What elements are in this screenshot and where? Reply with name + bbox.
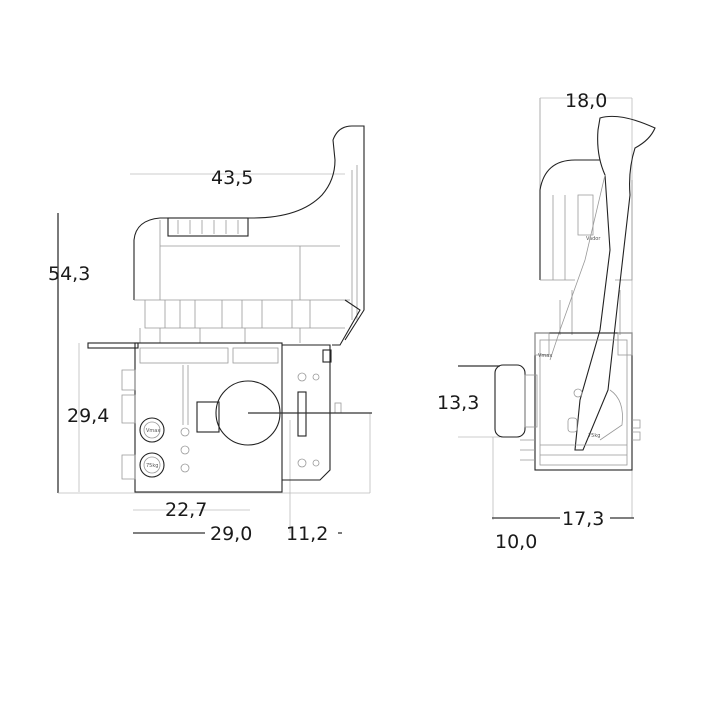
fins: [520, 419, 641, 461]
connector-block: [167, 217, 249, 237]
side-hole: [297, 372, 307, 382]
hole: [180, 463, 190, 473]
knob-shaft: [524, 374, 538, 428]
side-hole: [312, 373, 320, 381]
front-view: Vador Vmax 75kg 18,0 13,3 17,3 10,0: [437, 90, 656, 553]
dial-housing: [196, 401, 220, 433]
middle-section-lower: [139, 328, 301, 343]
side-hole: [312, 459, 320, 467]
dim-body-inner: 22,7: [165, 499, 207, 521]
marking-vador: Vador: [586, 236, 601, 242]
marking-vmax: Vmax: [146, 428, 160, 434]
dim-top-width: 43,5: [211, 167, 253, 189]
dim-knob-height: 13,3: [437, 392, 479, 414]
internal-lines: [552, 194, 621, 335]
body-channel: [232, 347, 279, 364]
connector-pins: [177, 220, 239, 234]
left-tabs: [121, 369, 136, 480]
marking-75kg: 75kg: [146, 463, 158, 469]
middle-section: [144, 300, 345, 329]
dim-body-width: 29,0: [210, 523, 252, 545]
terminal-screw-icon: [139, 452, 165, 478]
side-tab: [334, 402, 342, 414]
switch-body-front: [534, 332, 633, 471]
trigger-lever: [574, 115, 656, 451]
dim-front-body-width: 17,3: [562, 508, 604, 530]
body-slot: [182, 365, 189, 425]
corner-clip: [617, 332, 633, 356]
marking-vmax-front: Vmax: [538, 353, 552, 359]
switch-body: [134, 342, 283, 493]
screw-inner: [143, 421, 161, 439]
dim-side-offset: 11,2: [286, 523, 328, 545]
lever-edge: [549, 174, 606, 361]
dim-knob-offset: 10,0: [495, 531, 537, 553]
body-channel: [139, 347, 229, 364]
terminal-tab: [87, 342, 139, 349]
upper-housing: [539, 159, 600, 280]
side-view: Vmax 75kg 54,3 43,5 29,4 22,7 29,0 11,2: [48, 125, 372, 545]
side-clip: [322, 349, 332, 363]
side-hole: [297, 458, 307, 468]
dim-overall-height: 54,3: [48, 263, 90, 285]
lever-hole: [573, 388, 583, 398]
side-plate: [282, 344, 331, 481]
hole: [180, 445, 190, 455]
corner-clip: [534, 332, 550, 356]
trigger-rail: [351, 165, 358, 320]
side-slot: [297, 391, 307, 437]
speed-knob: [494, 364, 526, 438]
lever-cam: [599, 389, 623, 441]
terminal-screw-icon: [139, 417, 165, 443]
bracket: [332, 299, 361, 346]
screw-inner: [143, 456, 161, 474]
dim-front-top-width: 18,0: [565, 90, 607, 112]
trigger-housing: [133, 125, 365, 341]
hole: [180, 427, 190, 437]
inner-frame: [539, 339, 628, 466]
dim-body-height: 29,4: [67, 405, 109, 427]
lever-slot: [567, 417, 578, 433]
marking-75kg-front: 75kg: [588, 433, 600, 439]
